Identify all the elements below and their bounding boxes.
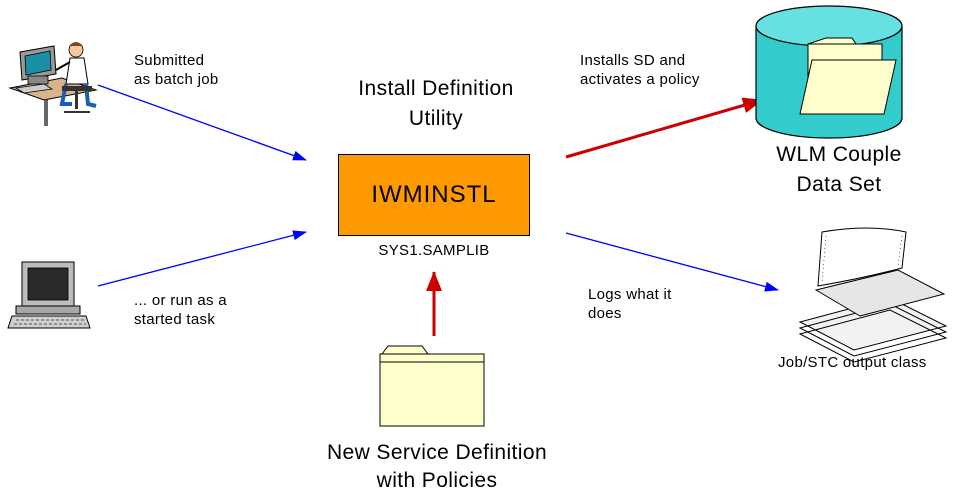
logs-label-line2: does <box>588 304 622 322</box>
service-definition-line2: with Policies <box>376 469 498 493</box>
output-class-label: Job/STC output class <box>778 354 927 371</box>
couple-data-set-line1: WLM Couple <box>776 143 902 166</box>
utility-library: SYS1.SAMPLIB <box>378 242 490 259</box>
batch-arrow <box>97 84 307 161</box>
service-definition-label: New Service Definition with Policies <box>282 440 592 495</box>
install-arrow <box>565 97 763 159</box>
install-label: Installs SD and activates a policy <box>580 52 700 90</box>
started-task-label: ... or run as a started task <box>134 292 227 330</box>
utility-title-line2: Utility <box>408 107 464 131</box>
started-task-arrow <box>97 230 307 287</box>
started-task-label-line1: ... or run as a <box>134 292 227 309</box>
install-label-line1: Installs SD and <box>580 52 686 69</box>
utility-box: IWMINSTL <box>338 154 530 236</box>
couple-data-set-line2: Data Set <box>796 173 882 197</box>
service-definition-line1: New Service Definition <box>326 441 548 464</box>
started-task-label-line2: started task <box>134 310 216 328</box>
batch-label: Submitted as batch job <box>134 52 219 90</box>
utility-title: Install Definition Utility <box>326 76 546 133</box>
logs-label-line1: Logs what it <box>588 286 672 303</box>
batch-label-line2: as batch job <box>134 70 219 88</box>
logs-label: Logs what it does <box>588 286 672 324</box>
install-label-line2: activates a policy <box>580 70 700 88</box>
utility-box-label: IWMINSTL <box>371 181 497 208</box>
utility-title-line1: Install Definition <box>358 77 514 100</box>
couple-data-set-label: WLM Couple Data Set <box>754 142 924 199</box>
batch-label-line1: Submitted <box>134 52 205 69</box>
logs-arrow <box>565 232 779 292</box>
